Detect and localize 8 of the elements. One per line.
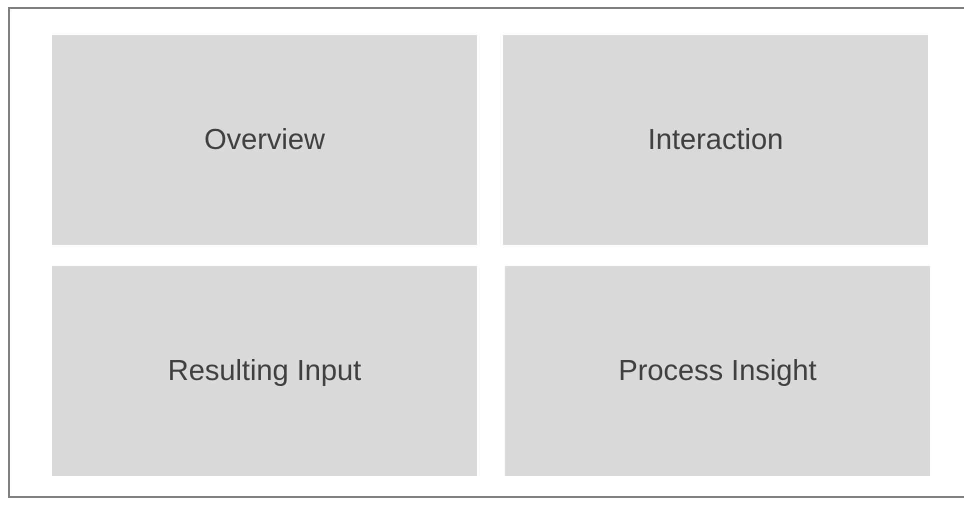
panel <box>52 35 477 245</box>
panel-title: Interaction <box>648 124 784 156</box>
panel-title: Process Insight <box>618 354 817 388</box>
panel <box>505 266 930 476</box>
panel <box>52 266 477 476</box>
panel <box>503 35 928 245</box>
panel-title: Resulting Input <box>168 354 362 388</box>
panel-title: Overview <box>204 124 325 156</box>
